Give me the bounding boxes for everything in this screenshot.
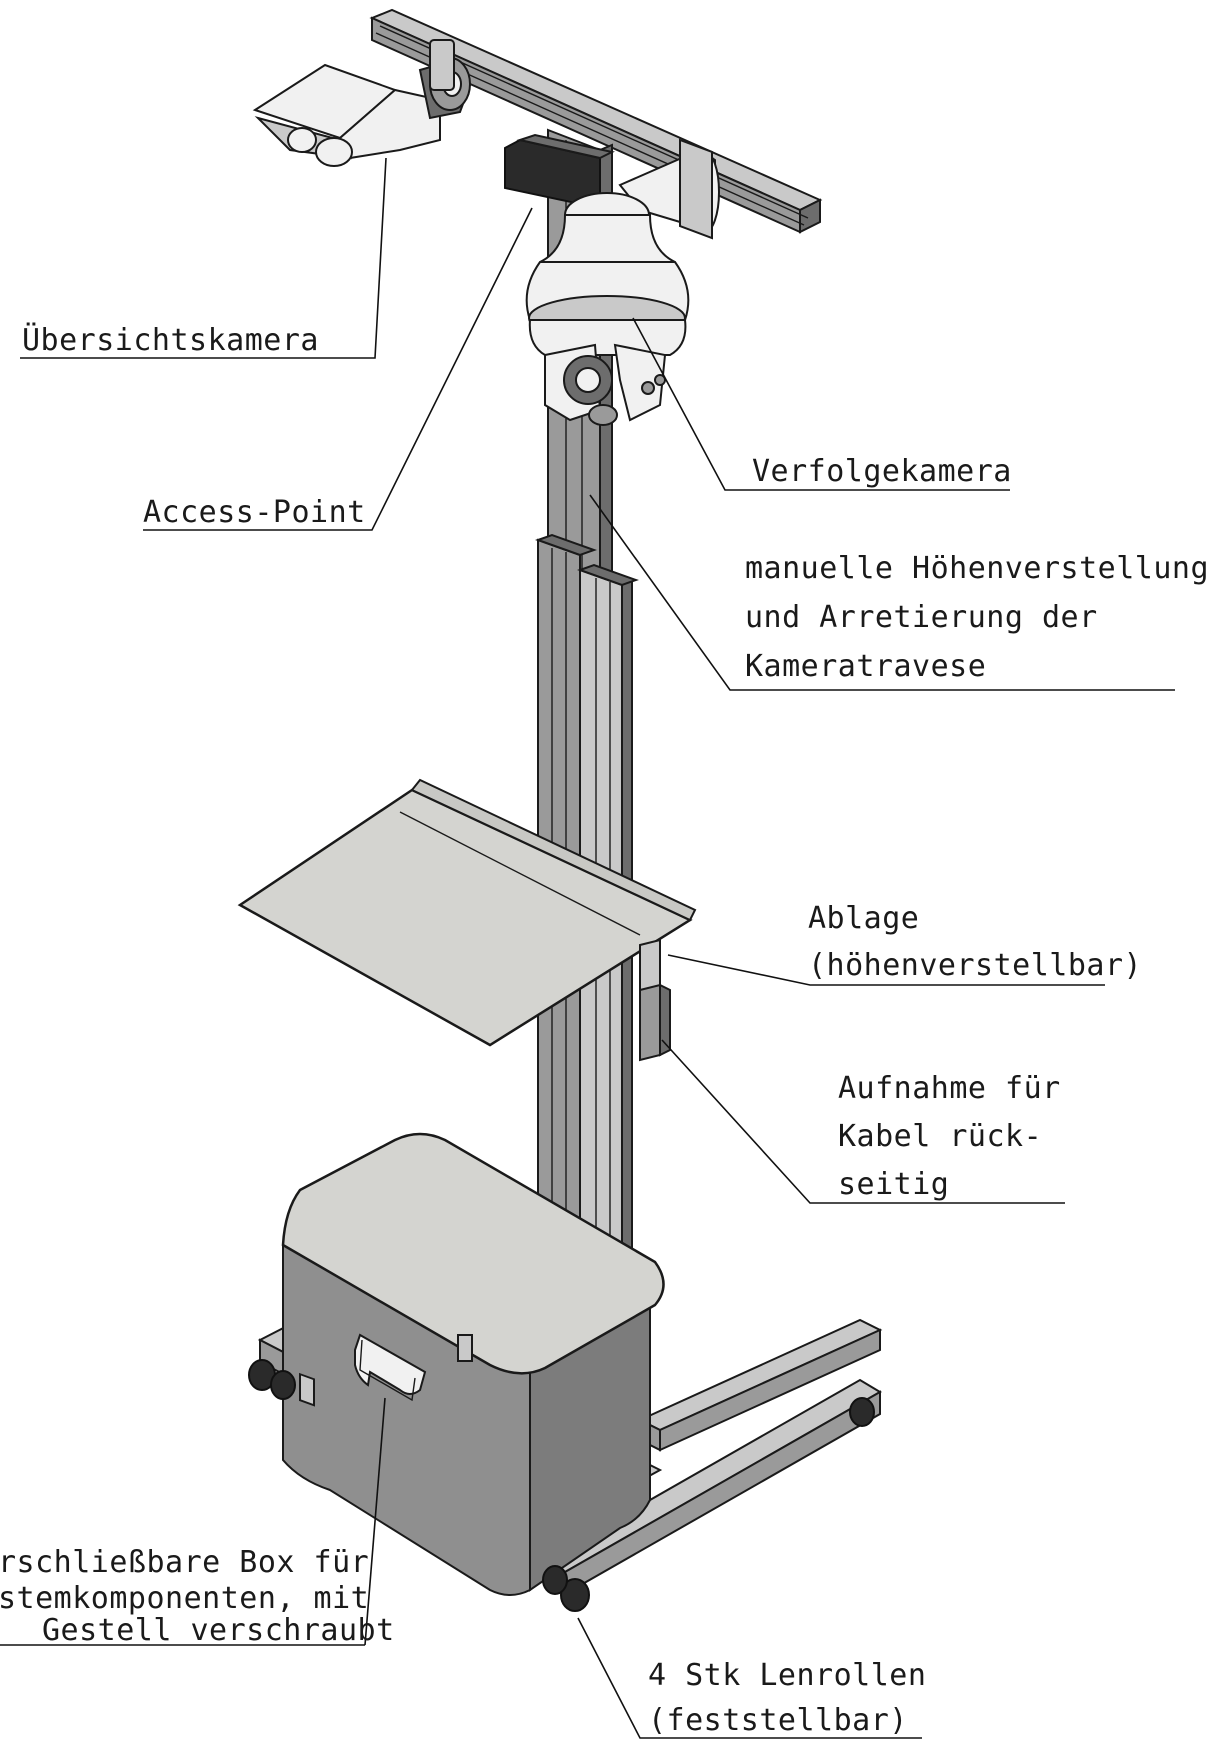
label-access-point: Access-Point — [143, 495, 366, 530]
leader-lines — [0, 157, 1175, 1739]
leader-shelf — [667, 954, 1105, 986]
label-casters-2: (feststellbar) — [648, 1703, 908, 1738]
leader-casters — [577, 1617, 922, 1739]
leader-box — [364, 1397, 386, 1646]
label-box-2: stemkomponenten, mit — [0, 1581, 369, 1616]
leader-height-adjust — [589, 494, 1175, 691]
label-height-adjust-2: und Arretierung der — [745, 600, 1098, 635]
label-casters-1: 4 Stk Lenrollen — [648, 1658, 926, 1693]
cable-holder-shape — [639, 983, 671, 1062]
lockable-box-shape — [281, 1132, 665, 1596]
label-overview-camera: Übersichtskamera — [22, 322, 319, 358]
label-box-1: rschließbare Box für — [0, 1545, 369, 1580]
tracking-camera-shape — [525, 192, 690, 426]
label-height-adjust-1: manuelle Höhenverstellung — [745, 551, 1209, 586]
label-height-adjust-3: Kameratravese — [745, 649, 986, 684]
wheels — [248, 1359, 875, 1612]
leader-access-point — [143, 207, 533, 531]
leader-overview-camera — [20, 157, 387, 359]
overview-camera-shape — [252, 39, 472, 167]
label-cable-holder-1: Aufnahme für — [838, 1071, 1061, 1106]
label-shelf-2: (höhenverstellbar) — [808, 948, 1142, 983]
leader-cable-holder — [661, 1039, 1065, 1204]
access-point-shape — [504, 133, 615, 207]
label-cable-holder-3: seitig — [838, 1167, 949, 1202]
leader-tracking-camera — [632, 317, 1010, 491]
label-tracking-camera: Verfolgekamera — [752, 454, 1012, 489]
label-cable-holder-2: Kabel rück- — [838, 1119, 1042, 1154]
label-shelf-1: Ablage — [808, 901, 919, 936]
labels: Übersichtskamera Access-Point Verfolgeka… — [0, 322, 1209, 1738]
label-box-3: Gestell verschraubt — [42, 1613, 395, 1648]
